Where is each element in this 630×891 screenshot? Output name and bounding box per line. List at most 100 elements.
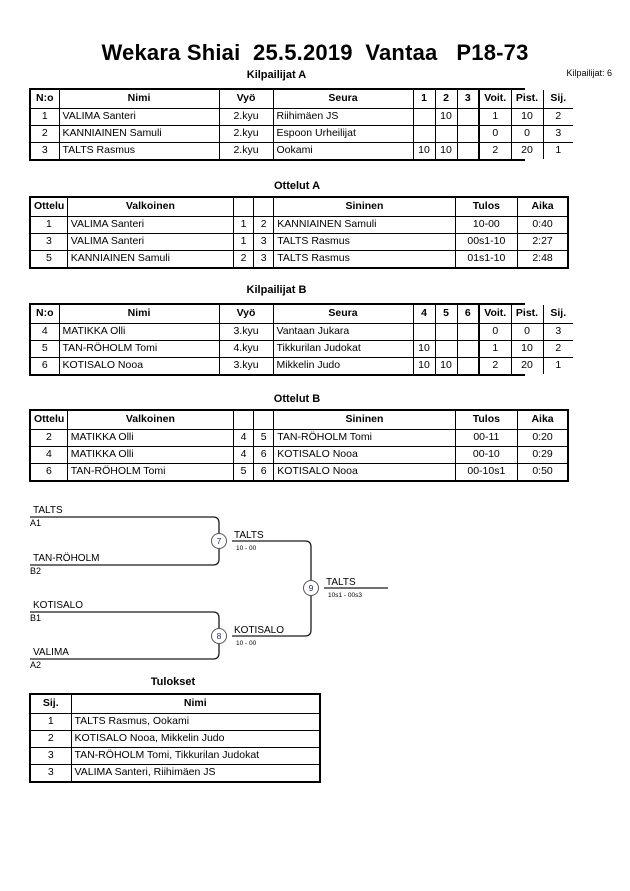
cell-match: 2 [31,428,68,447]
bracket-entry-seed: A1 [30,518,41,528]
cell-points: 0 [510,322,544,341]
cell-m3 [456,107,480,126]
table-row: 2 MATIKKA Olli 4 5 TAN-RÖHOLM Tomi 00-11… [31,428,567,447]
table-row: 3 VALIMA Santeri 1 3 TALTS Rasmus 00s1-1… [31,232,567,251]
table-row: 1 TALTS Rasmus, Ookami [31,712,319,731]
cell-name: TALTS Rasmus [58,141,220,159]
bracket-entry-seed: A2 [30,660,41,670]
cell-result: 01s1-10 [454,249,519,267]
col-m1: 1 [412,90,436,109]
col-m4: 4 [412,305,436,324]
caption-results: Tulokset [150,676,196,688]
cell-wins: 1 [478,339,512,358]
bracket-node-circle [303,580,319,596]
cell-time: 2:27 [517,232,567,251]
table-header-row: N:o Nimi Vyö Seura 1 2 3 Voit. Pist. Sij… [31,90,573,109]
cell-no: 4 [31,322,60,341]
cell-result: 00-10s1 [454,462,519,480]
cell-result: 00-11 [454,428,519,447]
cell-time: 2:48 [517,249,567,267]
cell-m6 [456,356,480,374]
col-rank: Sij. [542,90,573,109]
cell-blue: TAN-RÖHOLM Tomi [273,428,456,447]
cell-time: 0:40 [517,215,567,234]
col-blue-no [253,198,275,217]
cell-rank: 2 [542,107,573,126]
col-m6: 6 [456,305,480,324]
cell-match: 1 [31,215,68,234]
bracket-node-number: 7 [217,536,222,546]
table-header-row: Sij. Nimi [31,695,319,714]
cell-rank: 1 [542,356,573,374]
cell-white-no: 4 [232,445,255,464]
table-row: 2 KOTISALO Nooa, Mikkelin Judo [31,729,319,748]
cell-club: Ookami [272,141,414,159]
cell-white: VALIMA Santeri [66,232,235,251]
pool-b-table: N:o Nimi Vyö Seura 4 5 6 Voit. Pist. Sij… [29,303,573,376]
matches-a-table: Ottelu Valkoinen Sininen Tulos Aika 1 VA… [29,196,569,269]
cell-blue-no: 6 [253,462,275,480]
bracket-node-winner: TALTS [326,577,356,588]
col-name: Nimi [58,305,220,324]
table-row: 1 VALIMA Santeri 2.kyu Riihimäen JS 10 1… [31,107,573,126]
cell-belt: 3.kyu [218,356,274,374]
bracket-node-circle [211,533,227,549]
bracket-node-score: 10 - 00 [236,640,257,647]
col-m5: 5 [434,305,458,324]
cell-blue-no: 2 [253,215,275,234]
col-belt: Vyö [218,90,274,109]
cell-m6 [456,339,480,358]
bracket-entry-name: KOTISALO [33,600,83,611]
table-row: 5 TAN-RÖHOLM Tomi 4.kyu Tikkurilan Judok… [31,339,573,358]
bracket-entry-name: TAN-RÖHOLM [33,552,99,564]
cell-points: 10 [510,339,544,358]
bracket-entry-seed: B2 [30,566,41,576]
cell-no: 2 [31,124,60,143]
cell-white: TAN-RÖHOLM Tomi [66,462,235,480]
cell-m2: 10 [434,141,458,159]
cell-belt: 4.kyu [218,339,274,358]
cell-m3 [456,124,480,143]
cell-white: KANNIAINEN Samuli [66,249,235,267]
cell-white-no: 1 [232,232,255,251]
col-points: Pist. [510,305,544,324]
cell-blue-no: 5 [253,428,275,447]
col-blue: Sininen [273,198,456,217]
cell-name: MATIKKA Olli [58,322,220,341]
col-no: N:o [31,90,60,109]
cell-name: KOTISALO Nooa, Mikkelin Judo [70,729,319,748]
table-header-row: Ottelu Valkoinen Sininen Tulos Aika [31,198,567,217]
entrants-count: Kilpailijat: 6 [566,68,612,78]
cell-club: Vantaan Jukara [272,322,414,341]
table-row: 4 MATIKKA Olli 4 6 KOTISALO Nooa 00-10 0… [31,445,567,464]
matches-b-table: Ottelu Valkoinen Sininen Tulos Aika 2 MA… [29,409,569,482]
bracket-node-number: 9 [309,583,314,593]
col-no: N:o [31,305,60,324]
page-title: Wekara Shiai 25.5.2019 Vantaa P18-73 [101,40,529,65]
cell-time: 0:29 [517,445,567,464]
col-match: Ottelu [31,411,68,430]
table-row: 6 TAN-RÖHOLM Tomi 5 6 KOTISALO Nooa 00-1… [31,462,567,480]
cell-no: 1 [31,107,60,126]
cell-no: 3 [31,141,60,159]
cell-name: VALIMA Santeri [58,107,220,126]
col-club: Seura [272,305,414,324]
cell-time: 0:50 [517,462,567,480]
cell-m6 [456,322,480,341]
col-points: Pist. [510,90,544,109]
cell-rank: 3 [542,124,573,143]
cell-belt: 2.kyu [218,141,274,159]
col-wins: Voit. [478,90,512,109]
cell-result: 00-10 [454,445,519,464]
col-rank: Sij. [31,695,72,714]
cell-m1 [412,107,436,126]
cell-name: TAN-RÖHOLM Tomi [58,339,220,358]
cell-club: Mikkelin Judo [272,356,414,374]
cell-white: VALIMA Santeri [66,215,235,234]
cell-m4 [412,322,436,341]
cell-match: 3 [31,232,68,251]
table-row: 3 TAN-RÖHOLM Tomi, Tikkurilan Judokat [31,746,319,765]
cell-m2 [434,124,458,143]
cell-belt: 3.kyu [218,322,274,341]
cell-club: Tikkurilan Judokat [272,339,414,358]
